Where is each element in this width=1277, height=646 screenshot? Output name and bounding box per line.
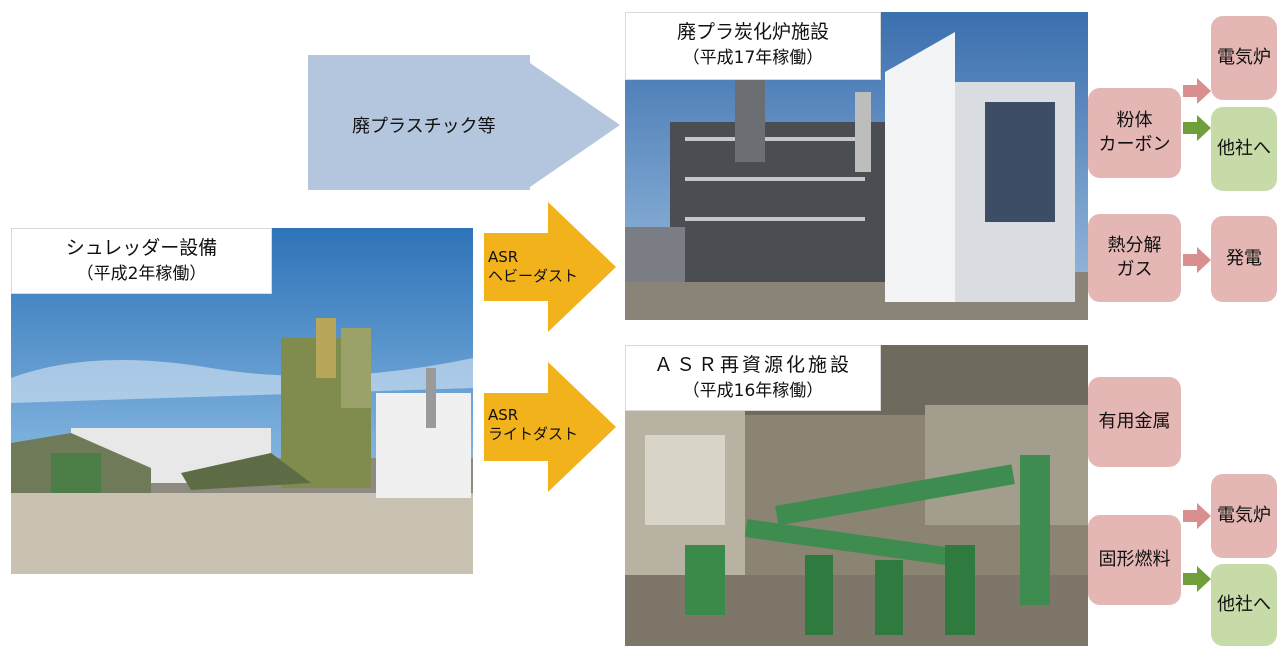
heavy-line1: ASR bbox=[488, 248, 519, 266]
pink-arrow-power bbox=[1183, 247, 1211, 273]
electric-furnace-box-bottom: 電気炉 bbox=[1211, 474, 1277, 558]
useful-metal-box: 有用金属 bbox=[1088, 377, 1181, 467]
shredder-label: シュレッダー設備 （平成2年稼働） bbox=[11, 228, 272, 294]
powder-carbon-line1: 粉体 bbox=[1116, 110, 1153, 131]
asr-facility-subtitle: （平成16年稼働） bbox=[682, 381, 824, 401]
heavy-line2: ヘビーダスト bbox=[488, 267, 579, 285]
asr-facility-label: ＡＳＲ再資源化施設 （平成16年稼働） bbox=[625, 345, 881, 411]
pyrolysis-gas-box: 熱分解 ガス bbox=[1088, 214, 1181, 302]
light-line2: ライトダスト bbox=[488, 425, 579, 443]
asr-light-dust-label: ASR ライトダスト bbox=[488, 406, 578, 444]
powder-carbon-line2: カーボン bbox=[1098, 134, 1171, 155]
green-arrow-other-bottom bbox=[1183, 566, 1211, 592]
shredder-subtitle: （平成2年稼働） bbox=[76, 264, 207, 284]
light-line1: ASR bbox=[488, 406, 519, 424]
asr-facility-title: ＡＳＲ再資源化施設 bbox=[653, 354, 852, 376]
carbonization-label: 廃プラ炭化炉施設 （平成17年稼働） bbox=[625, 12, 881, 80]
solid-fuel-box: 固形燃料 bbox=[1088, 515, 1181, 605]
pyrolysis-gas-line1: 熱分解 bbox=[1107, 235, 1162, 256]
other-company-box-top: 他社へ bbox=[1211, 107, 1277, 191]
pink-arrow-electric-bottom bbox=[1183, 503, 1211, 529]
carbonization-subtitle: （平成17年稼働） bbox=[682, 48, 824, 68]
waste-plastic-label: 廃プラスチック等 bbox=[352, 116, 496, 137]
asr-heavy-dust-label: ASR ヘビーダスト bbox=[488, 248, 578, 286]
other-company-box-bottom: 他社へ bbox=[1211, 564, 1277, 646]
shredder-photo bbox=[11, 228, 473, 574]
asr-light-dust-arrow bbox=[484, 362, 616, 492]
carbonization-title: 廃プラ炭化炉施設 bbox=[676, 21, 829, 43]
green-arrow-other-top bbox=[1183, 115, 1211, 141]
powder-carbon-box: 粉体 カーボン bbox=[1088, 88, 1181, 178]
shredder-title: シュレッダー設備 bbox=[65, 237, 218, 259]
waste-plastic-arrow bbox=[308, 55, 620, 190]
pyrolysis-gas-line2: ガス bbox=[1116, 259, 1153, 280]
electric-furnace-box-top: 電気炉 bbox=[1211, 16, 1277, 100]
pink-arrow-electric-top bbox=[1183, 78, 1211, 104]
asr-heavy-dust-arrow bbox=[484, 202, 616, 332]
power-generation-box: 発電 bbox=[1211, 216, 1277, 302]
